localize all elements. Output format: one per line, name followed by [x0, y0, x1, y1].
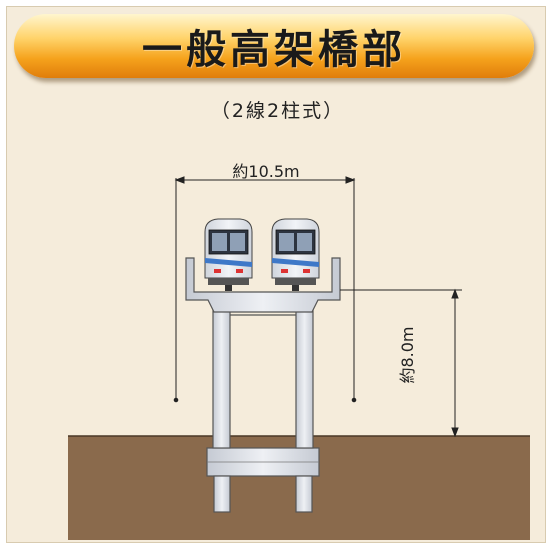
width-label: 約10.5m [232, 162, 300, 181]
title-banner: 一般高架橋部 [14, 14, 534, 78]
column-left [212, 299, 231, 449]
train-left [204, 218, 253, 291]
footing [206, 447, 320, 513]
height-label: 約8.0m [398, 326, 417, 384]
page-title: 一般高架橋部 [142, 27, 406, 73]
subtitle: （2線2柱式） [210, 100, 345, 122]
pile-right [295, 475, 313, 513]
column-right [295, 299, 314, 449]
train-right [271, 218, 320, 291]
height-dimension [340, 288, 462, 438]
deck-girder [185, 257, 341, 313]
pile-left [213, 475, 231, 513]
width-dimension [173, 176, 357, 403]
